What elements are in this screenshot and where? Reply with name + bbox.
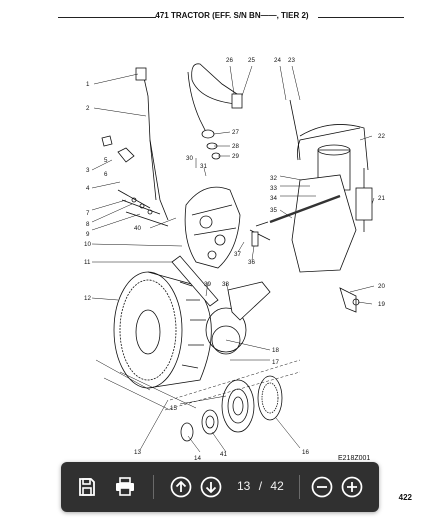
total-pages: 42 — [270, 479, 284, 493]
fitting-25 — [231, 93, 243, 109]
callout-29: 29 — [232, 153, 239, 160]
callout-15: 15 — [170, 405, 177, 412]
drum-hub — [135, 309, 161, 355]
callout-12: 12 — [84, 295, 91, 302]
callout-7: 7 — [86, 210, 90, 217]
callout-31: 31 — [200, 163, 207, 170]
callout-10: 10 — [84, 241, 91, 248]
toolbar-separator — [153, 475, 154, 499]
page-separator: / — [258, 479, 263, 493]
print-button[interactable] — [111, 473, 139, 501]
callout-leaders — [91, 65, 375, 453]
gear-16 — [257, 375, 283, 421]
callout-38: 38 — [222, 281, 229, 288]
callout-16: 16 — [302, 449, 309, 456]
callout-27: 27 — [232, 129, 239, 136]
callout-21: 21 — [378, 195, 385, 202]
callout-2: 2 — [86, 105, 90, 112]
callout-13: 13 — [134, 449, 141, 456]
callout-34: 34 — [270, 195, 277, 202]
drum-teeth-ring — [119, 279, 177, 381]
figure-code: E218Z001 — [338, 455, 371, 462]
solenoid-21 — [355, 187, 373, 221]
brake-drum-face — [113, 271, 183, 389]
callout-11: 11 — [84, 259, 91, 266]
callout-37: 37 — [234, 251, 241, 258]
callout-26: 26 — [226, 57, 233, 64]
current-page-input[interactable]: 13 — [237, 479, 251, 493]
callout-17: 17 — [272, 359, 279, 366]
callout-1: 1 — [86, 81, 90, 88]
toolbar-separator — [299, 475, 300, 499]
save-icon — [79, 478, 95, 496]
callout-33: 33 — [270, 185, 277, 192]
callout-labels: 1 2 3 4 5 6 7 8 9 10 11 12 13 14 15 16 1… — [84, 57, 385, 462]
gear-15 — [221, 379, 255, 433]
callout-40: 40 — [134, 225, 141, 232]
base-hatch — [95, 359, 197, 411]
callout-3: 3 — [86, 167, 90, 174]
pin-36 — [251, 231, 259, 247]
print-icon — [116, 477, 134, 496]
callout-6: 6 — [104, 171, 108, 178]
callout-18: 18 — [272, 347, 279, 354]
pump-body — [184, 186, 241, 269]
line-24 — [289, 99, 301, 161]
callout-8: 8 — [86, 221, 90, 228]
zoom-out-button[interactable] — [308, 473, 336, 501]
callout-32: 32 — [270, 175, 277, 182]
callout-35: 35 — [270, 207, 277, 214]
housing-35 — [291, 174, 357, 273]
pdf-viewer-toolbar: 13 / 42 — [61, 462, 379, 512]
callout-25: 25 — [248, 57, 255, 64]
callout-30: 30 — [186, 155, 193, 162]
page-number: 422 — [398, 493, 412, 502]
arrow-up-circle-icon — [170, 476, 192, 498]
bushing-5 — [117, 147, 135, 163]
zoom-out-icon — [311, 476, 333, 498]
shaft-38 — [227, 281, 271, 321]
bracket-20 — [339, 287, 357, 313]
callout-39: 39 — [204, 281, 211, 288]
drum-ribs — [179, 281, 206, 369]
header-rule-right — [318, 17, 404, 18]
header-rule-left — [58, 17, 156, 18]
callout-20: 20 — [378, 283, 385, 290]
page-header: 471 TRACTOR (EFF. S/N BN——, TIER 2) — [155, 10, 309, 20]
save-button[interactable] — [73, 473, 101, 501]
snap-ring-14 — [180, 422, 194, 442]
zoom-in-icon — [341, 476, 363, 498]
callout-23: 23 — [288, 57, 295, 64]
callout-41: 41 — [220, 451, 227, 458]
bearing-41 — [201, 409, 219, 435]
callout-9: 9 — [86, 231, 90, 238]
previous-page-button[interactable] — [167, 473, 195, 501]
callout-19: 19 — [378, 301, 385, 308]
line-22 — [299, 124, 369, 171]
page-indicator: 13 / 42 — [237, 479, 284, 493]
knob-1 — [135, 67, 147, 81]
callout-4: 4 — [86, 185, 90, 192]
callout-22: 22 — [378, 133, 385, 140]
pipe-34 — [269, 194, 341, 224]
zoom-in-button[interactable] — [338, 473, 366, 501]
arrow-down-circle-icon — [200, 476, 222, 498]
disc-18 — [205, 307, 247, 353]
callout-24: 24 — [274, 57, 281, 64]
callout-5: 5 — [104, 157, 108, 164]
callout-14: 14 — [194, 455, 201, 462]
callout-36: 36 — [248, 259, 255, 266]
callout-28: 28 — [232, 143, 239, 150]
next-page-button[interactable] — [197, 473, 225, 501]
tube-26 — [191, 63, 241, 105]
